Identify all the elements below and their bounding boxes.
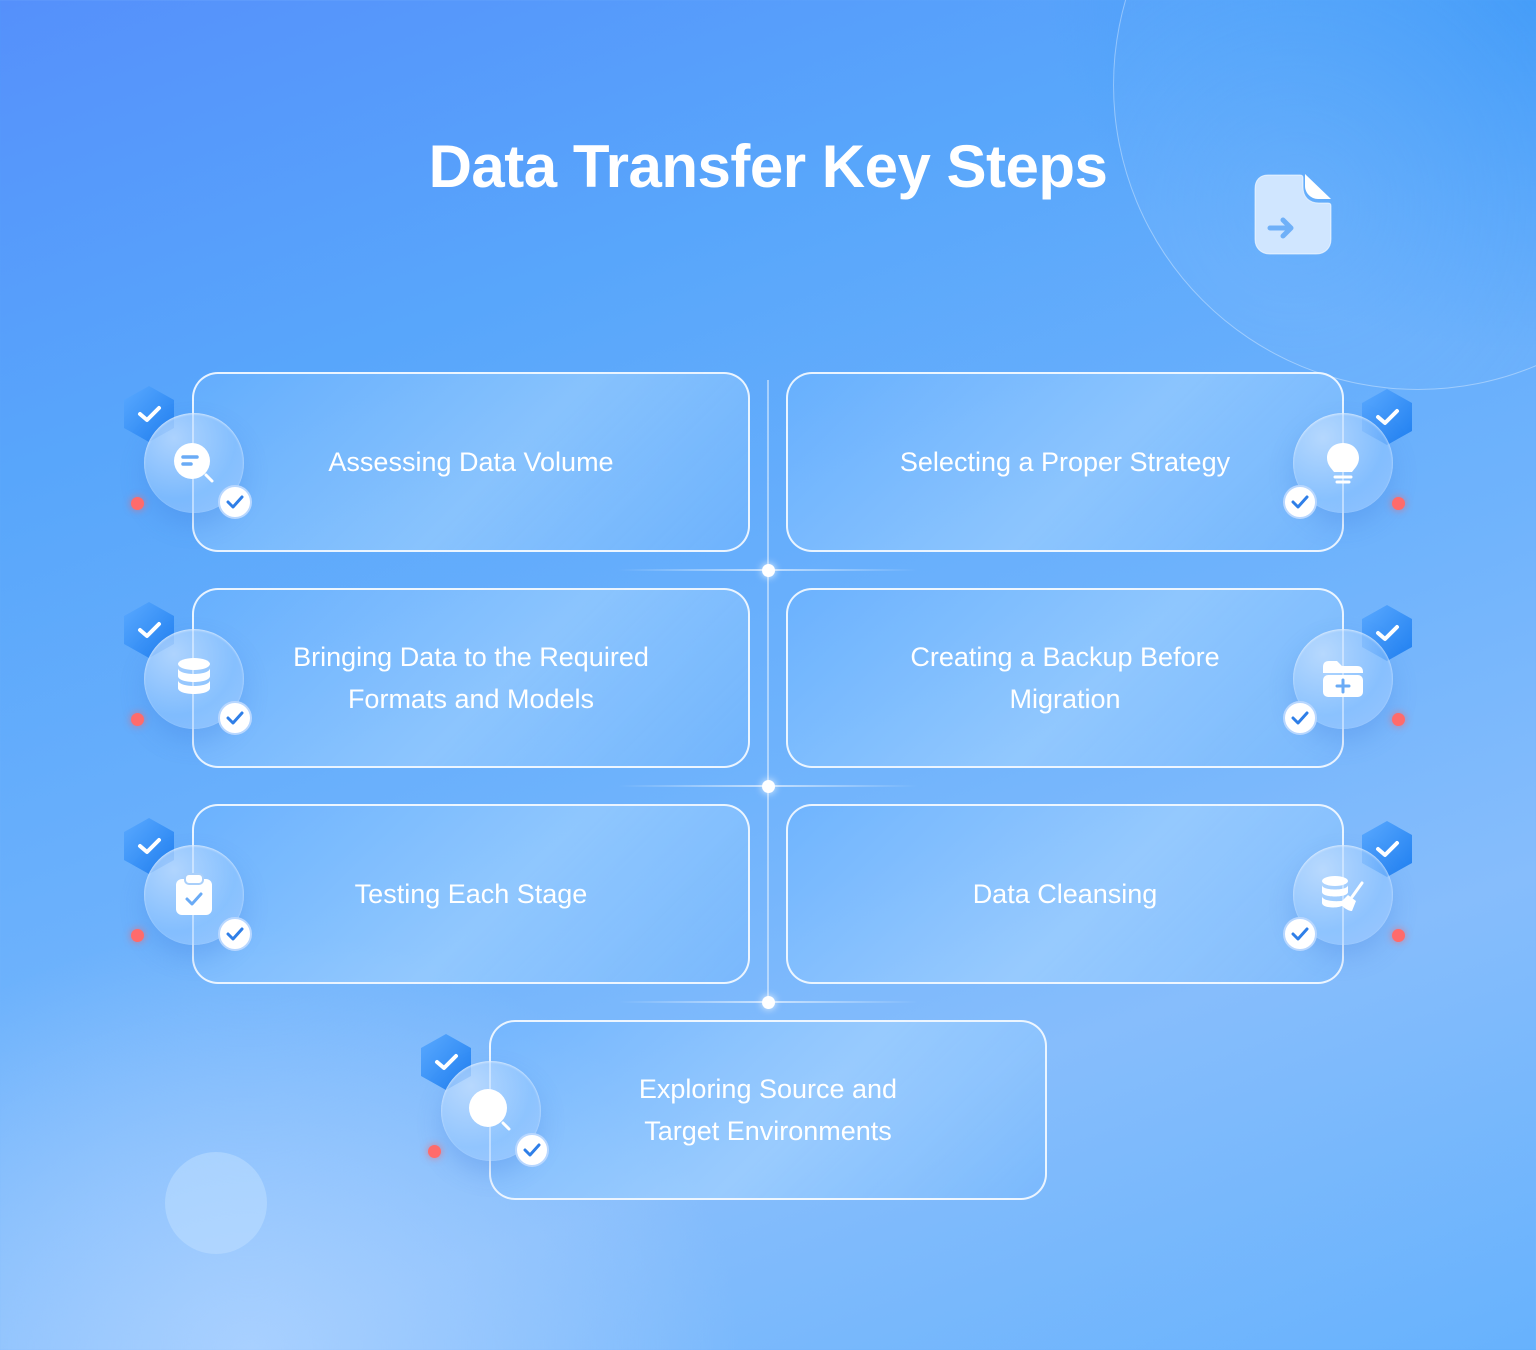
step-label: Exploring Source and Target Environments: [638, 1074, 898, 1146]
step-card-selecting-strategy: Selecting a Proper Strategy: [786, 372, 1344, 552]
step-label: Testing Each Stage: [354, 879, 588, 909]
page-title: Data Transfer Key Steps: [428, 133, 1108, 200]
decorative-circle-small: [165, 1152, 267, 1254]
icon-orb: [1293, 845, 1393, 945]
check-circle-icon: [1283, 701, 1317, 735]
icon-orb: [441, 1061, 541, 1161]
step-card-assessing-data-volume: Assessing Data Volume: [192, 372, 750, 552]
magnifier-icon: [469, 1089, 511, 1131]
connector-node: [762, 780, 775, 793]
clipboard-check-icon: [176, 873, 212, 915]
file-arrow-right-icon: [1254, 174, 1332, 255]
red-dot-indicator: [1392, 713, 1405, 726]
step-label: Data Cleansing: [972, 879, 1158, 909]
connector-node: [762, 564, 775, 577]
check-circle-icon: [1283, 485, 1317, 519]
step-badge: [1276, 601, 1416, 741]
red-dot-indicator: [131, 713, 144, 726]
red-dot-indicator: [131, 497, 144, 510]
red-dot-indicator: [1392, 497, 1405, 510]
step-card-bringing-data: Bringing Data to the Required Formats an…: [192, 588, 750, 768]
step-badge: [417, 1033, 557, 1173]
check-circle-icon: [218, 917, 252, 951]
check-circle-icon: [218, 485, 252, 519]
step-badge: [120, 601, 260, 741]
step-badge: [1276, 385, 1416, 525]
step-label: Selecting a Proper Strategy: [899, 447, 1231, 477]
check-circle-icon: [218, 701, 252, 735]
step-card-testing-each-stage: Testing Each Stage: [192, 804, 750, 984]
step-card-exploring-environments: Exploring Source and Target Environments: [489, 1020, 1047, 1200]
step-card-data-cleansing: Data Cleansing: [786, 804, 1344, 984]
check-circle-icon: [1283, 917, 1317, 951]
step-badge: [1276, 817, 1416, 957]
database-broom-icon: [1322, 876, 1364, 911]
database-icon: [178, 658, 210, 694]
step-label: Creating a Backup Before Migration: [910, 642, 1220, 714]
check-circle-icon: [515, 1133, 549, 1167]
red-dot-indicator: [131, 929, 144, 942]
connector-vertical: [767, 380, 769, 1002]
folder-add-icon: [1323, 661, 1363, 697]
step-badge: [120, 817, 260, 957]
step-badge: [120, 385, 260, 525]
red-dot-indicator: [428, 1145, 441, 1158]
connector-node: [762, 996, 775, 1009]
step-label: Assessing Data Volume: [328, 447, 614, 477]
step-card-creating-backup: Creating a Backup Before Migration: [786, 588, 1344, 768]
red-dot-indicator: [1392, 929, 1405, 942]
lightbulb-icon: [1327, 443, 1359, 484]
search-document-icon: [174, 443, 214, 483]
step-label: Bringing Data to the Required Formats an…: [293, 642, 649, 714]
